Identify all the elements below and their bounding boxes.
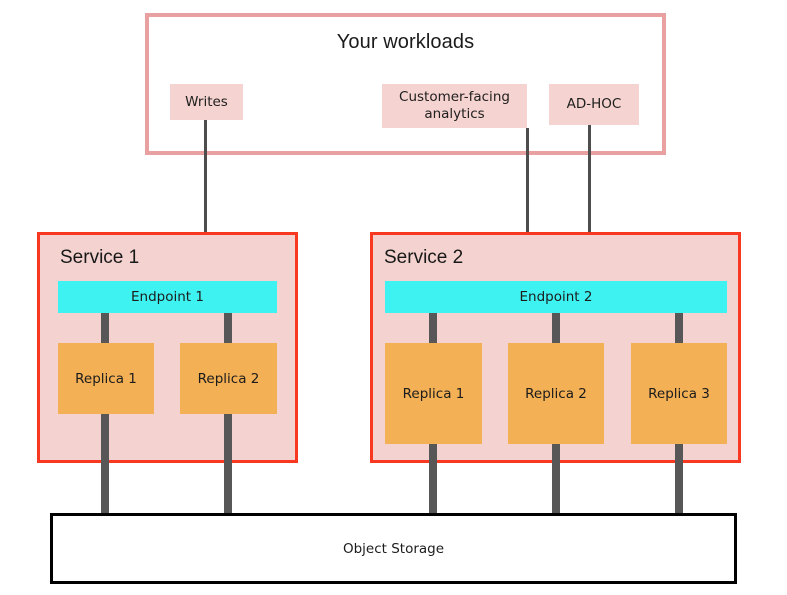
workload-chip-customer-facing-analytics[interactable]: Customer-facing analytics (382, 84, 527, 128)
connector-s1-replica1-to-storage (101, 313, 109, 515)
service-2-endpoint[interactable]: Endpoint 2 (385, 281, 727, 313)
service-2-label: Service 2 (384, 247, 464, 268)
arrow-analytics-to-endpoint2-line (526, 128, 529, 265)
workload-chip-ad-hoc[interactable]: AD-HOC (549, 84, 639, 125)
service-2-replica-3[interactable]: Replica 3 (631, 343, 727, 444)
service-1-replica-1[interactable]: Replica 1 (58, 343, 154, 414)
connector-s1-replica2-to-storage (224, 313, 232, 515)
workload-chip-writes[interactable]: Writes (170, 84, 243, 120)
arrow-adhoc-to-endpoint2-line (588, 125, 591, 265)
service-2-replica-2[interactable]: Replica 2 (508, 343, 604, 444)
service-2-replica-1[interactable]: Replica 1 (385, 343, 482, 444)
service-1-replica-2[interactable]: Replica 2 (180, 343, 277, 414)
workloads-title: Your workloads (336, 31, 475, 53)
arrow-writes-to-endpoint1-line (204, 120, 207, 257)
object-storage-box[interactable]: Object Storage (50, 513, 737, 584)
service-1-endpoint[interactable]: Endpoint 1 (58, 281, 277, 313)
service-1-label: Service 1 (60, 247, 140, 268)
